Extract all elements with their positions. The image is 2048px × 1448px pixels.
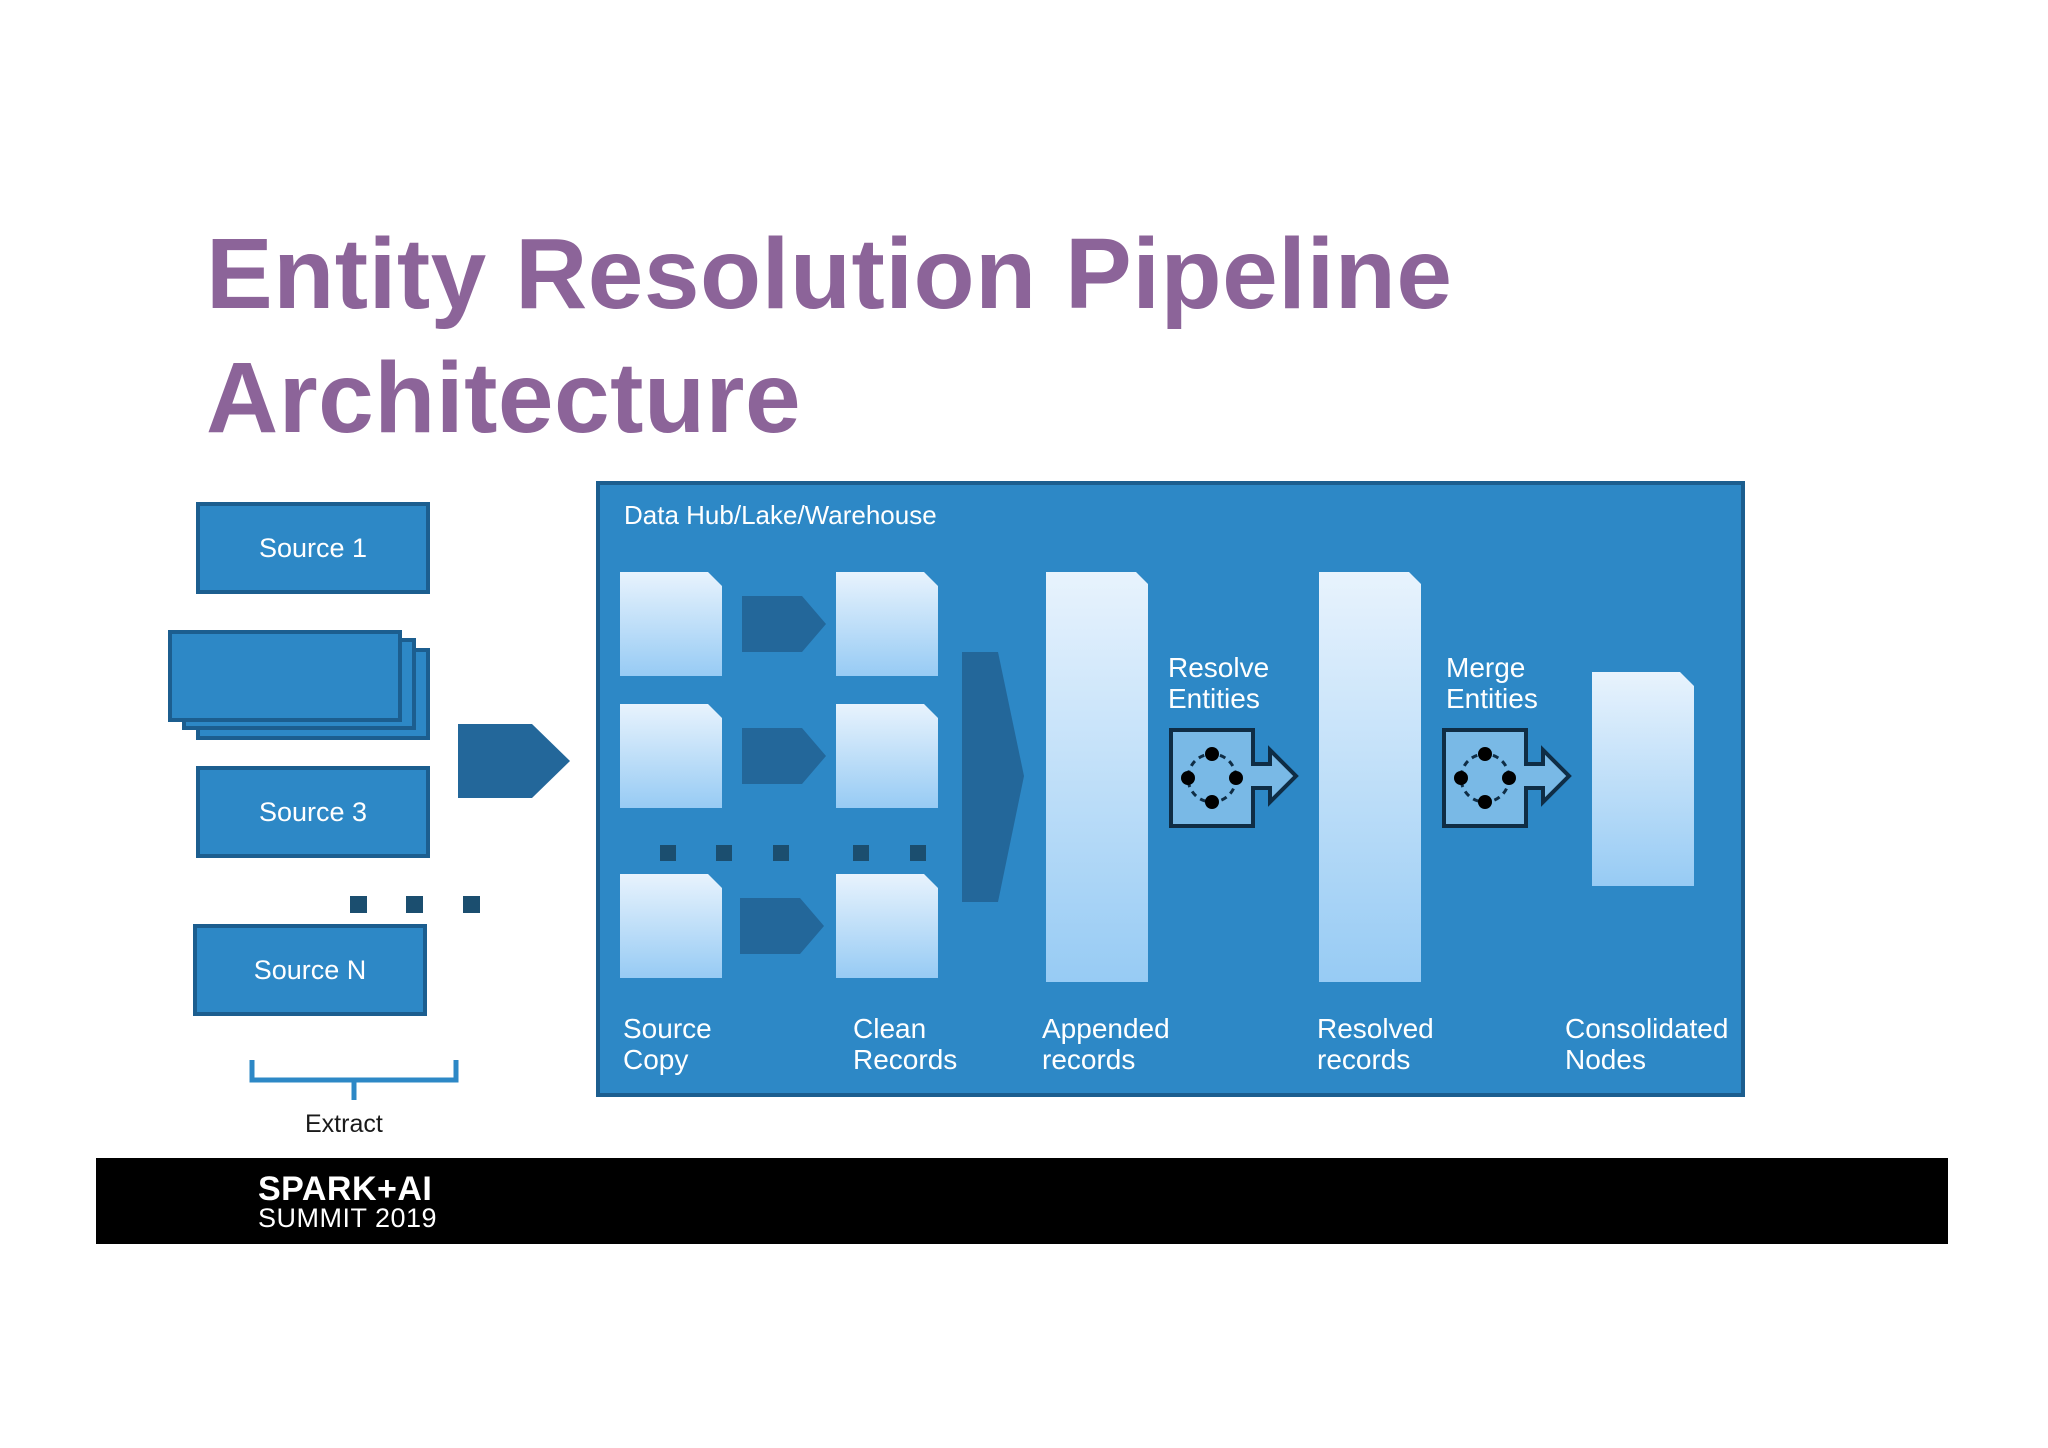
logo-text-line-1: SPARK+AI	[258, 1170, 433, 1208]
ellipsis-dot	[463, 896, 480, 913]
copy-to-clean-arrow	[742, 596, 826, 652]
ellipsis-dot	[853, 845, 869, 861]
title-line-1: Entity Resolution Pipeline	[206, 218, 1453, 330]
ellipsis-dot	[350, 896, 367, 913]
clean-records-docs	[836, 572, 938, 978]
source-3-label: Source 3	[258, 796, 368, 827]
ingest-arrow	[458, 724, 570, 798]
source-3-box: Source 3	[196, 766, 430, 858]
ellipsis-dot	[910, 845, 926, 861]
ellipsis-dot	[660, 845, 676, 861]
consolidated-nodes-doc	[1592, 672, 1694, 886]
entity-resolve-icon	[1169, 728, 1299, 828]
title-line-2: Architecture	[206, 342, 802, 454]
logo-text-line-2: SUMMIT 2019	[258, 1203, 438, 1233]
appended-records-doc	[1046, 572, 1148, 982]
footer-bar	[96, 1158, 1948, 1244]
resolved-records-doc	[1319, 572, 1421, 982]
copy-to-clean-arrow	[742, 728, 826, 784]
resolve-entities-label: Resolve Entities	[1168, 652, 1270, 714]
consolidated-nodes-caption: Consolidated Nodes	[1565, 1013, 1729, 1075]
document-icon	[836, 874, 938, 978]
document-icon	[620, 874, 722, 978]
source-stack-front-box	[168, 630, 402, 722]
source-copy-caption: Source Copy	[623, 1013, 712, 1075]
source-1-box: Source 1	[196, 502, 430, 594]
clean-records-caption: Clean Records	[853, 1013, 958, 1075]
source-copy-docs	[620, 572, 722, 978]
document-icon	[620, 572, 722, 676]
append-funnel-arrow	[962, 652, 1024, 902]
merge-entities-label: Merge Entities	[1446, 652, 1538, 714]
document-icon	[836, 572, 938, 676]
ellipsis-dot	[773, 845, 789, 861]
resolved-records-caption: Resolved records	[1317, 1013, 1434, 1075]
appended-records-caption: Appended records	[1042, 1013, 1170, 1075]
data-hub-label: Data Hub/Lake/Warehouse	[624, 500, 937, 530]
entity-merge-icon	[1442, 728, 1572, 828]
extract-label: Extract	[305, 1110, 383, 1138]
ellipsis-dot	[716, 845, 732, 861]
copy-to-clean-arrow	[740, 898, 824, 954]
source-n-box: Source N	[193, 924, 427, 1016]
source-n-label: Source N	[253, 954, 367, 985]
document-icon	[836, 704, 938, 808]
extract-bracket	[249, 1060, 459, 1100]
document-icon	[620, 704, 722, 808]
page-title: Entity Resolution Pipeline Architecture	[206, 212, 1452, 460]
source-1-label: Source 1	[258, 532, 368, 563]
ellipsis-dot	[406, 896, 423, 913]
